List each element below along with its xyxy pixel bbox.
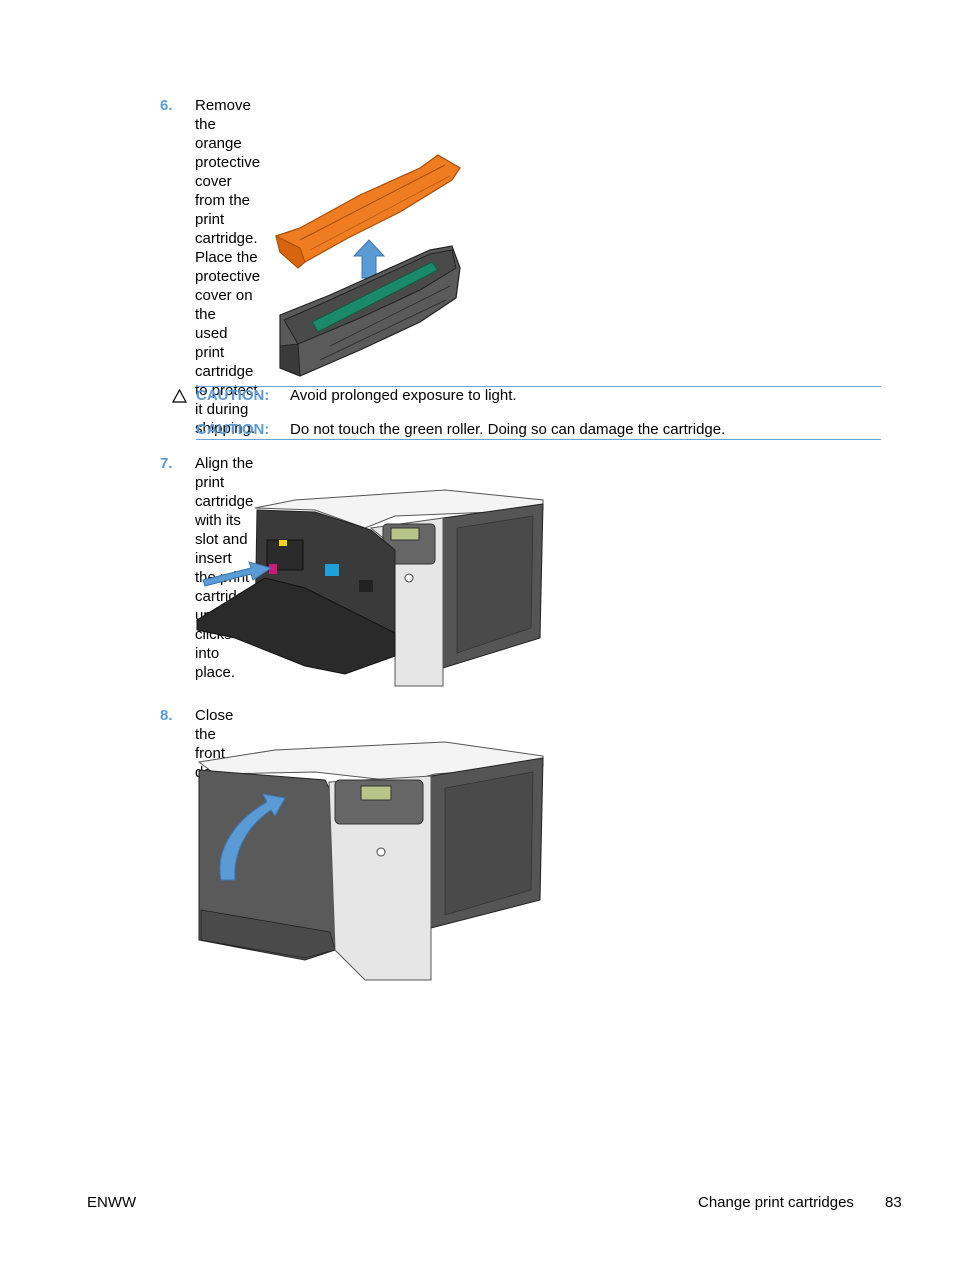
footer-left: ENWW bbox=[87, 1194, 137, 1211]
insert-cartridge-illustration bbox=[196, 489, 544, 687]
caution-top-rule bbox=[196, 386, 881, 387]
cartridge-cover-illustration bbox=[275, 154, 461, 377]
footer-section: Change print cartridges bbox=[698, 1194, 854, 1211]
caution-1: CAUTION: Avoid prolonged exposure to ligh… bbox=[196, 386, 517, 405]
warning-triangle-icon bbox=[171, 388, 188, 408]
step-text: Remove the orange protective cover from … bbox=[195, 96, 260, 438]
caution-label: CAUTION: bbox=[196, 387, 270, 404]
caution-text: Do not touch the green roller. Doing so … bbox=[290, 421, 726, 438]
page-number: 83 bbox=[885, 1194, 902, 1211]
caution-bottom-rule bbox=[196, 439, 881, 440]
step-number: 7. bbox=[160, 455, 173, 472]
step-number: 8. bbox=[160, 707, 173, 724]
caution-text: Avoid prolonged exposure to light. bbox=[290, 387, 517, 404]
close-door-illustration bbox=[197, 741, 544, 981]
caution-2: CAUTION: Do not touch the green roller. D… bbox=[196, 420, 725, 439]
step-number: 6. bbox=[160, 97, 173, 114]
step-text-line: Remove the orange protective cover from … bbox=[195, 97, 261, 323]
step-text-line: used print cartridge to protect it durin… bbox=[195, 325, 258, 437]
caution-label: CAUTION: bbox=[196, 421, 270, 438]
